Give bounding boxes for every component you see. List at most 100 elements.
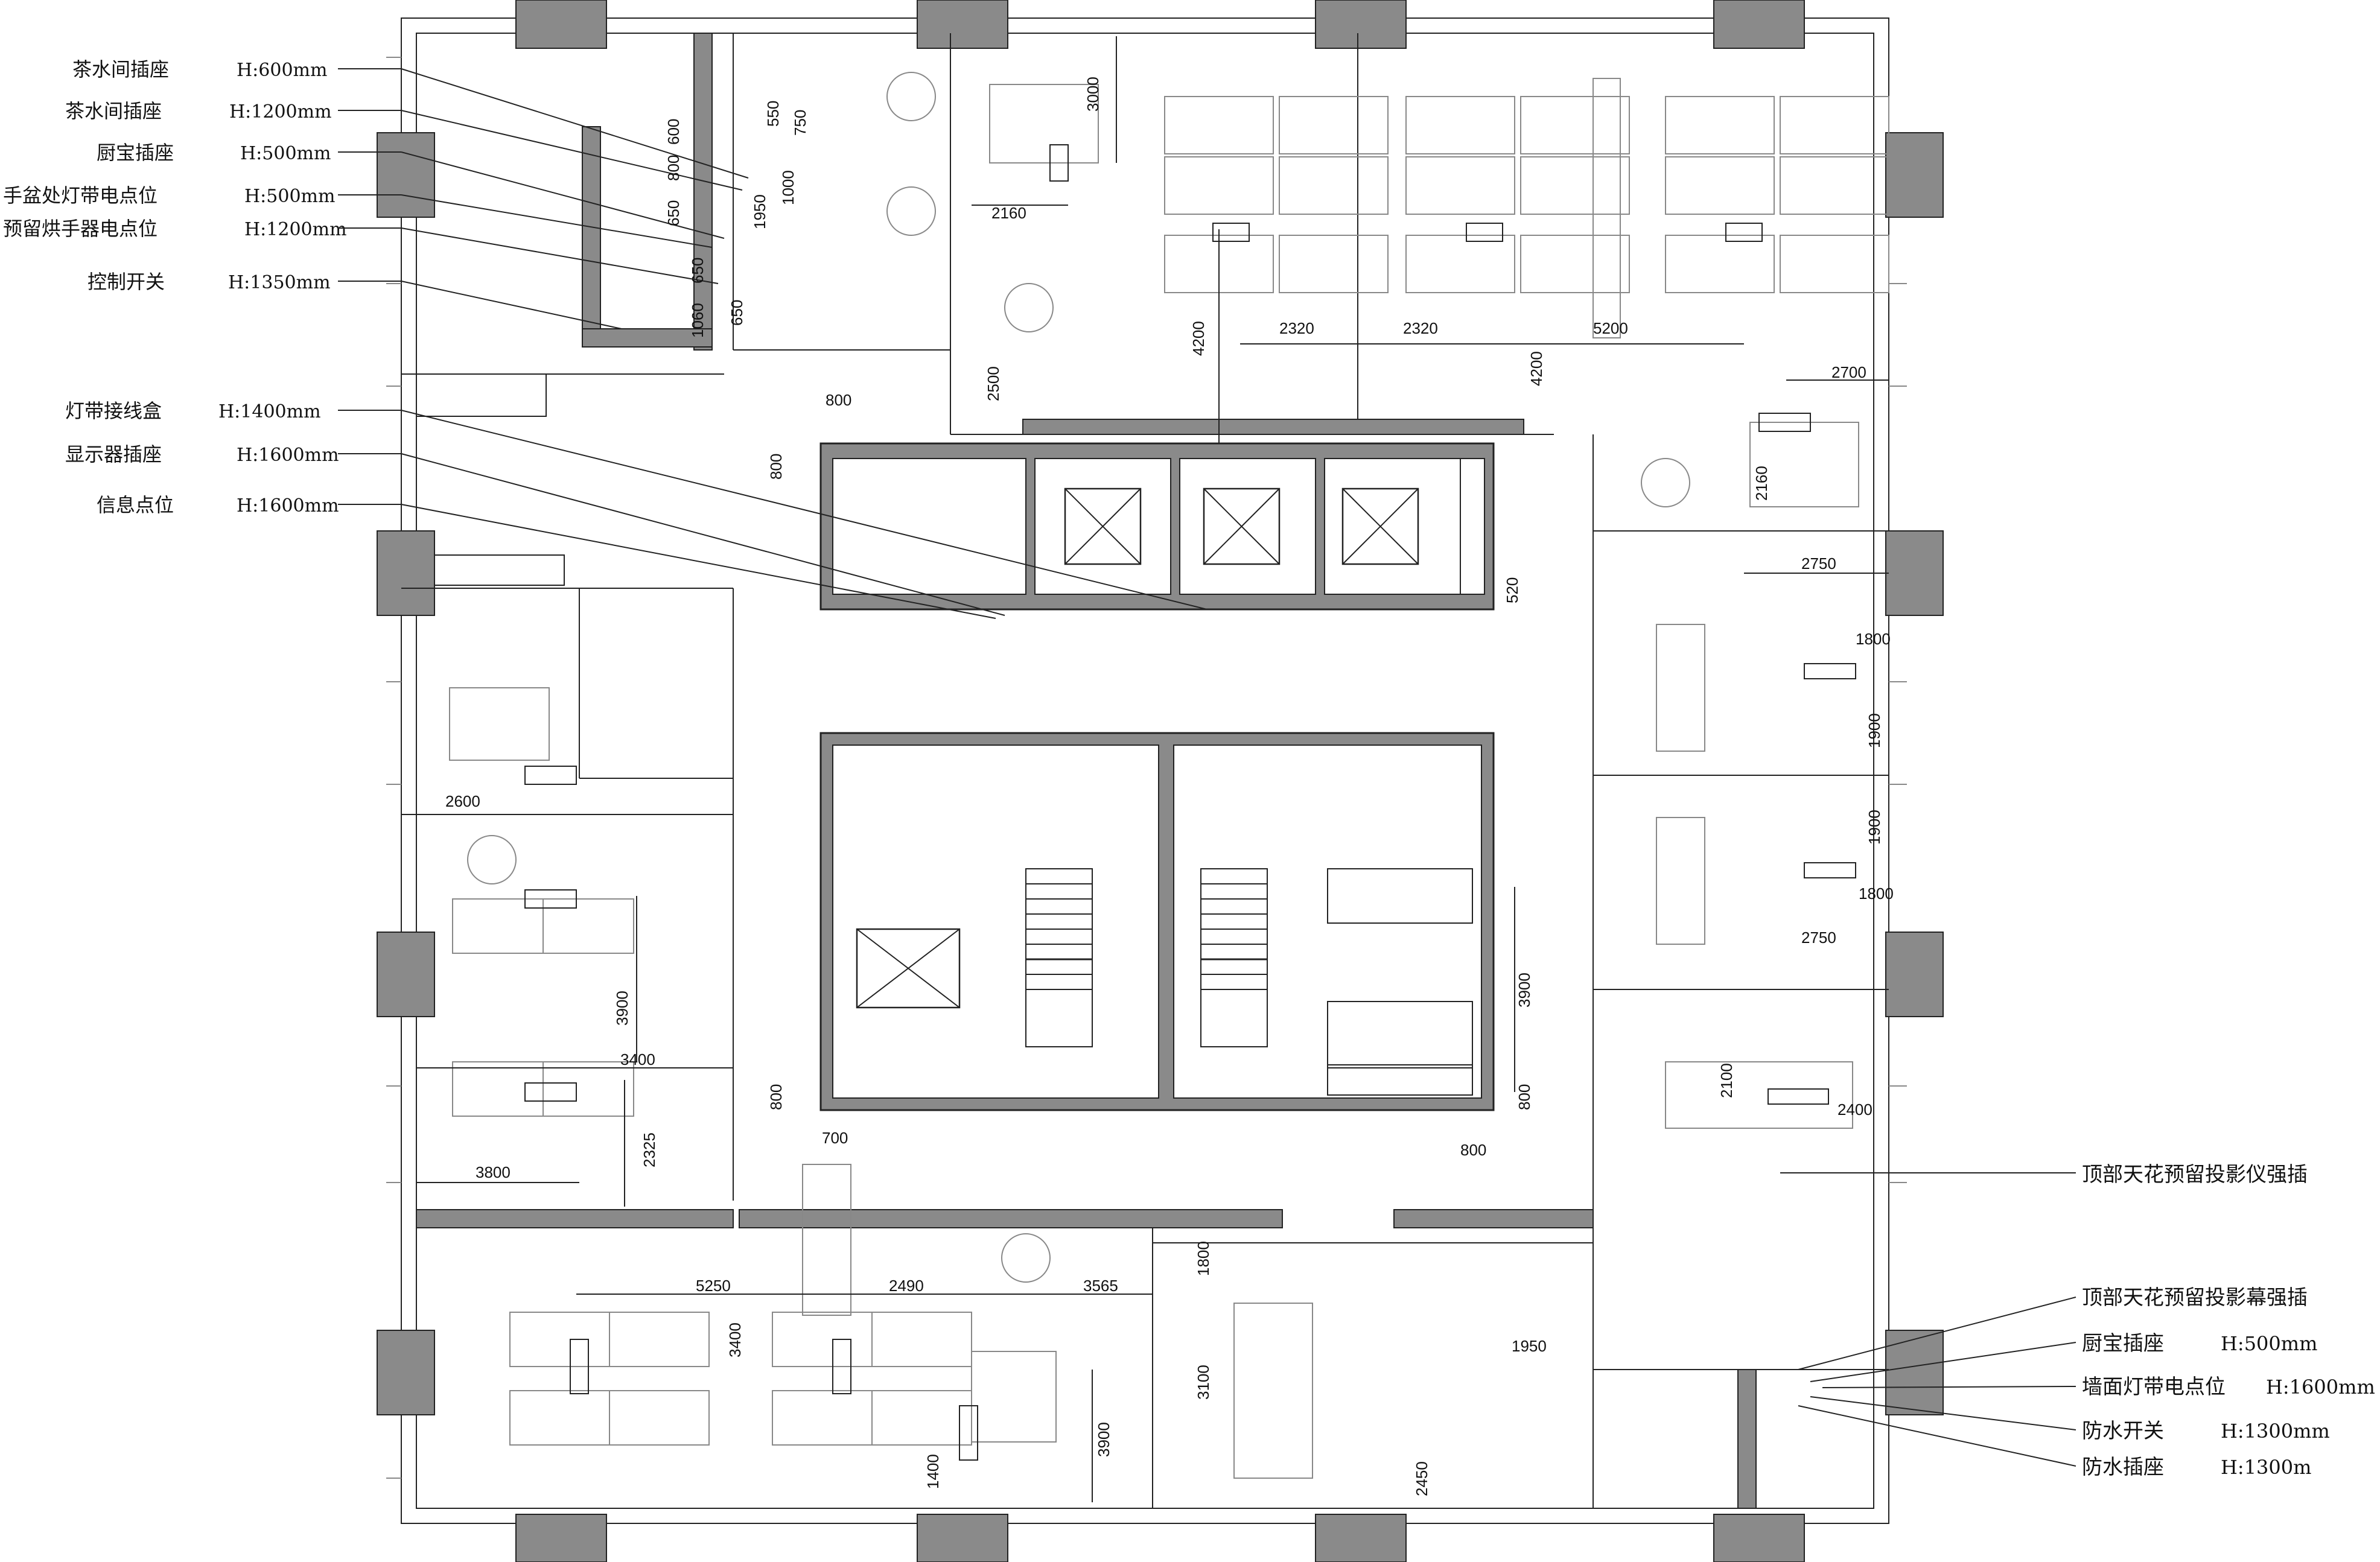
dimension-label: 2600 [445,792,480,810]
dimension-label: 1800 [1194,1241,1212,1276]
legend-item: 显示器插座 H:1600mm [65,443,401,466]
dimension-label: 1800 [1856,630,1891,648]
legend-name: 厨宝插座 [97,141,174,164]
furniture [449,72,1889,1479]
outer-walls [377,0,1944,1562]
dimension-label: 600 [664,119,682,145]
dimension-label: 1060 [689,303,707,338]
dimension-label: 2750 [1801,554,1836,573]
legend-height: H:1300mm [2221,1420,2330,1443]
legend-item: 控制开关 H:1350mm [88,270,401,293]
legend-item: 顶部天花预留投影幕强插 [1798,1286,2308,1370]
dimension-label: 2160 [1752,466,1771,501]
legend-name: 墙面灯带电点位 [2082,1375,2226,1399]
dimension-label: 2400 [1838,1100,1872,1119]
dimension-label: 1950 [1512,1337,1547,1355]
legend-name: 控制开关 [88,270,165,293]
dimension-label: 650 [728,300,746,326]
dimension-label: 750 [791,110,809,136]
elevator-car-1 [1064,487,1142,565]
legend-height: H:500mm [240,143,331,164]
dimension-label: 2490 [889,1277,924,1295]
legend-item: 墙面灯带电点位 H:1600mm [1822,1375,2375,1399]
legend-height: H:1600mm [2266,1376,2375,1398]
legend-height: H:1200mm [229,101,332,122]
elevator-car-3 [1341,487,1419,565]
legend-name: 厨宝插座 [2082,1332,2164,1356]
dimension-label: 2160 [991,204,1026,222]
dimension-label: 3900 [613,991,631,1026]
dimension-label: 700 [822,1129,848,1147]
dimension-label: 800 [826,391,851,409]
legend-name: 茶水间插座 [72,58,169,81]
dimension-label: 520 [1503,577,1521,603]
dimension-label: 800 [1515,1084,1533,1110]
legend-name: 防水开关 [2082,1419,2164,1443]
elevator-car-2 [1203,487,1281,565]
electrical-points [524,144,1856,1461]
dimension-label: 3400 [726,1322,744,1357]
dimension-label: 3800 [476,1163,511,1181]
dimension-label: 2100 [1717,1063,1736,1098]
dimension-label: 1900 [1865,713,1883,748]
legend-height: H:500mm [2221,1332,2317,1355]
dimension-labels: 3000 2160 750 550 1000 1950 650 800 600 … [445,77,1894,1496]
legend-name: 显示器插座 [65,443,162,466]
legend-height: H:1400mm [218,401,321,422]
legend-height: H:600mm [237,60,327,81]
legend-item: 厨宝插座 H:500mm [1810,1332,2317,1382]
legend-height: H:1300m [2221,1456,2311,1479]
legend-item: 厨宝插座 H:500mm [97,141,401,164]
legend-right: 顶部天花预留投影仪强插 顶部天花预留投影幕强插 厨宝插座 H:500mm 墙面灯… [1780,1163,2375,1479]
elevator-core [819,442,1495,611]
legend-name: 灯带接线盒 [65,399,162,422]
legend-item: 防水插座 H:1300m [1798,1405,2311,1479]
legend-name: 顶部天花预留投影幕强插 [2082,1286,2308,1310]
legend-height: H:1600mm [237,495,339,516]
stair-core [819,732,1495,1111]
dimension-label: 1000 [779,170,797,205]
dimension-label: 3400 [620,1050,655,1068]
legend-height: H:1600mm [237,445,339,466]
legend-item: 防水开关 H:1300mm [1810,1396,2330,1443]
dimension-label: 2320 [1403,319,1438,337]
interior-walls [401,33,1889,1509]
dimension-label: 2320 [1279,319,1314,337]
dimension-label: 2700 [1831,363,1866,381]
dimension-label: 5250 [696,1277,731,1295]
legend-name: 手盆处灯带电点位 [3,184,158,207]
dimension-label: 3100 [1194,1365,1212,1400]
legend-item: 灯带接线盒 H:1400mm [65,399,401,422]
legend-name: 信息点位 [97,494,174,516]
dimension-label: 800 [767,1084,785,1110]
dimension-label: 800 [1460,1141,1486,1159]
dimension-label: 4200 [1189,321,1208,356]
legend-item: 手盆处灯带电点位 H:500mm [3,184,401,207]
dimension-label: 650 [689,258,707,284]
legend-item: 顶部天花预留投影仪强插 [1780,1163,2308,1187]
legend-item: 信息点位 H:1600mm [97,494,401,516]
dimension-label: 1400 [924,1454,942,1489]
dimension-label: 1800 [1859,884,1894,903]
dimension-label: 3900 [1515,973,1533,1008]
legend-name: 预留烘手器电点位 [3,217,158,240]
legend-name: 防水插座 [2082,1455,2164,1479]
dimension-label: 650 [664,200,682,226]
dimension-label: 2450 [1413,1461,1431,1496]
legend-name: 茶水间插座 [65,100,162,122]
legend-left: 茶水间插座 H:600mm 茶水间插座 H:1200mm 厨宝插座 H:500m… [3,58,1208,619]
dimension-label: 3565 [1083,1277,1118,1295]
dimension-label: 1900 [1865,810,1883,845]
legend-name: 顶部天花预留投影仪强插 [2082,1163,2308,1187]
dimension-label: 1950 [751,194,769,229]
dimension-label: 4200 [1527,351,1545,386]
dimension-label: 5200 [1593,319,1628,337]
legend-item: 茶水间插座 H:1200mm [65,100,401,122]
dimension-label: 2750 [1801,929,1836,947]
dimension-label: 800 [664,155,682,181]
legend-height: H:1350mm [228,272,331,293]
legend-height: H:500mm [244,186,335,207]
dimension-label: 3000 [1084,77,1102,112]
dimension-label: 3900 [1095,1422,1113,1457]
